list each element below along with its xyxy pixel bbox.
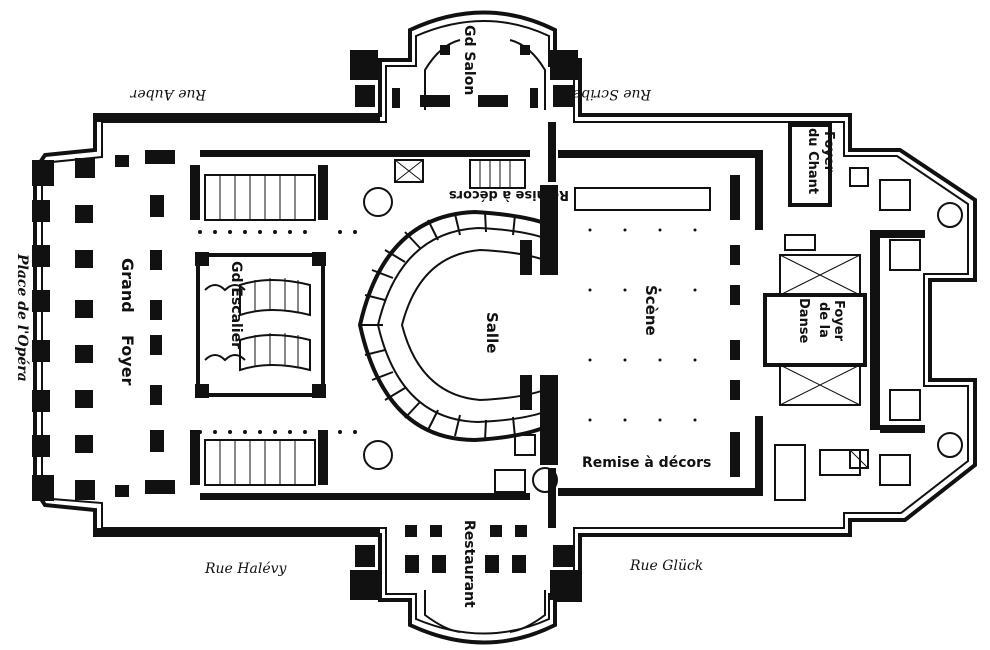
backstage-section: Foyer de la Danse bbox=[763, 167, 925, 501]
grand-salon-section bbox=[350, 39, 578, 110]
foyer-danse-label-3: Danse bbox=[796, 298, 811, 344]
place-opera-label: Place de l'Opéra bbox=[14, 253, 30, 382]
rue-auber-label: Rue Auber bbox=[129, 86, 207, 102]
rue-gluck-label: Rue Glück bbox=[629, 558, 703, 574]
salle-box-dividers bbox=[362, 211, 516, 441]
salle-label: Salle bbox=[483, 312, 501, 353]
scene-section: Scène Remise à décors Remise à décors bbox=[449, 150, 763, 496]
grand-salon-label: Gd Salon bbox=[461, 25, 477, 95]
colonnade-dots bbox=[198, 230, 357, 434]
outer-walls bbox=[33, 10, 977, 645]
restaurant-section: Restaurant bbox=[350, 434, 578, 633]
foyer-chant-section: Foyer du Chant bbox=[788, 123, 836, 207]
remise-bottom-label: Remise à décors bbox=[582, 455, 711, 471]
facade-piers bbox=[32, 158, 95, 501]
foyer-danse-label-1: Foyer bbox=[831, 300, 846, 342]
foyer-columns bbox=[115, 150, 175, 497]
remise-top-label: Remise à décors bbox=[449, 187, 569, 202]
foyer-chant-label-2: du Chant bbox=[805, 128, 820, 194]
foyer-chant-label-1: Foyer bbox=[821, 131, 836, 173]
rue-halevy-label: Rue Halévy bbox=[204, 561, 288, 577]
restaurant-label: Restaurant bbox=[461, 520, 477, 608]
salle-section: Salle bbox=[357, 122, 558, 528]
side-corridors bbox=[95, 115, 963, 535]
grand-foyer-label-1: Grand bbox=[118, 258, 137, 313]
grand-foyer-section: Grand Foyer bbox=[32, 150, 175, 501]
grand-foyer-label-2: Foyer bbox=[118, 335, 137, 386]
scene-label: Scène bbox=[642, 285, 660, 336]
grand-escalier-label: Gd Escalier bbox=[228, 261, 244, 349]
grand-escalier-section: Gd Escalier bbox=[195, 252, 326, 398]
foyer-danse-label-2: de la bbox=[816, 302, 831, 338]
stage-dots bbox=[588, 228, 697, 422]
rue-scribe-label: Rue Scribe bbox=[573, 86, 652, 102]
